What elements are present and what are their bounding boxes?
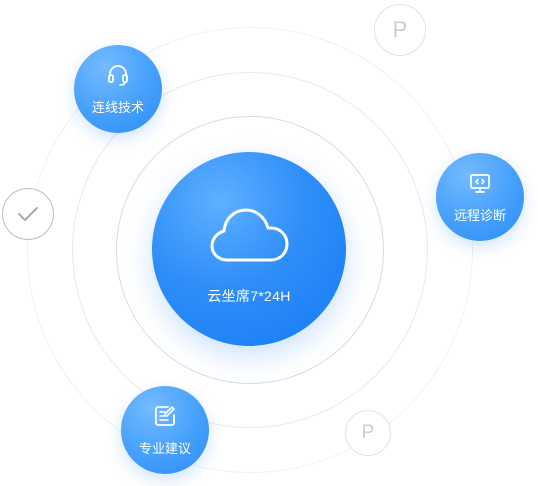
p-badge-top: P (374, 4, 426, 56)
p-badge-bottom: P (345, 410, 391, 456)
edit-note-icon (155, 406, 175, 426)
hub-label: 云坐席7*24H (207, 288, 291, 304)
check-badge (2, 188, 54, 240)
middle-orbit-ring (72, 72, 428, 428)
service-node-label: 连线技术 (91, 100, 144, 115)
outer-orbit-ring (27, 27, 473, 473)
check-icon (18, 207, 38, 221)
service-node-label: 远程诊断 (453, 208, 506, 223)
service-node-label: 专业建议 (138, 441, 191, 456)
cloud-seat-hub: 云坐席7*24H (152, 152, 346, 346)
service-node-connection-tech[interactable]: 连线技术 (74, 45, 162, 133)
service-node-professional-advice[interactable]: 专业建议 (121, 386, 209, 474)
service-node-remote-diagnosis[interactable]: 远程诊断 (436, 153, 524, 241)
inner-orbit-ring (116, 116, 384, 384)
cloud-icon (210, 208, 289, 262)
headset-icon (108, 65, 128, 86)
monitor-code-icon (470, 174, 490, 193)
